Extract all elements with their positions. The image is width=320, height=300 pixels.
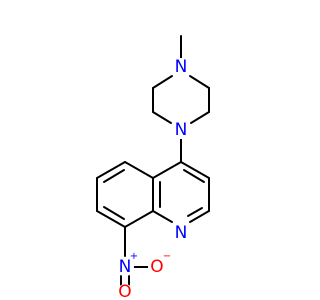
bond-c5-c6-inner	[103, 169, 125, 183]
bonds	[96, 35, 210, 291]
bond-c4a-c5	[124, 161, 154, 179]
atom-n-aryl-label: N	[175, 120, 188, 140]
bond-c2-n1-inner	[187, 207, 203, 217]
atom-labels: N N N N + O − O	[116, 57, 190, 300]
bond-pip-1	[152, 75, 173, 89]
atom-n-methyl-label: N	[175, 57, 188, 77]
bond-c8-c8a	[124, 210, 154, 228]
bond-c5-c6	[96, 161, 126, 179]
atom-n-aryl: N	[172, 120, 190, 140]
bond-n1-c8a	[152, 210, 173, 223]
bond-pip-4	[189, 75, 210, 89]
atom-o-right-charge: −	[163, 251, 171, 262]
bond-c2-n1	[189, 210, 210, 223]
bond-c7-c8-inner	[103, 206, 125, 220]
atom-n-nitro-charge: +	[130, 251, 138, 262]
atom-o-right-label: O	[150, 257, 163, 277]
atom-n-methyl: N	[172, 57, 190, 77]
bond-c4a-c4	[152, 161, 182, 179]
molecule-structure: N N N N + O − O	[96, 35, 210, 300]
atom-n-nitro: N +	[116, 251, 138, 277]
bond-c4-c3-inner	[183, 169, 205, 183]
atom-o-bottom-label: O	[118, 282, 131, 300]
bond-c4-c3	[180, 161, 210, 179]
bond-c7-c8	[96, 210, 126, 228]
bond-pip-6	[190, 111, 210, 124]
bond-pip-3	[152, 111, 172, 124]
atom-o-bottom: O	[117, 282, 133, 300]
atom-n-ring-label: N	[175, 223, 188, 243]
atom-n-ring: N	[172, 223, 190, 243]
atom-n-nitro-label: N	[119, 257, 132, 277]
atom-o-right: O −	[148, 251, 171, 277]
